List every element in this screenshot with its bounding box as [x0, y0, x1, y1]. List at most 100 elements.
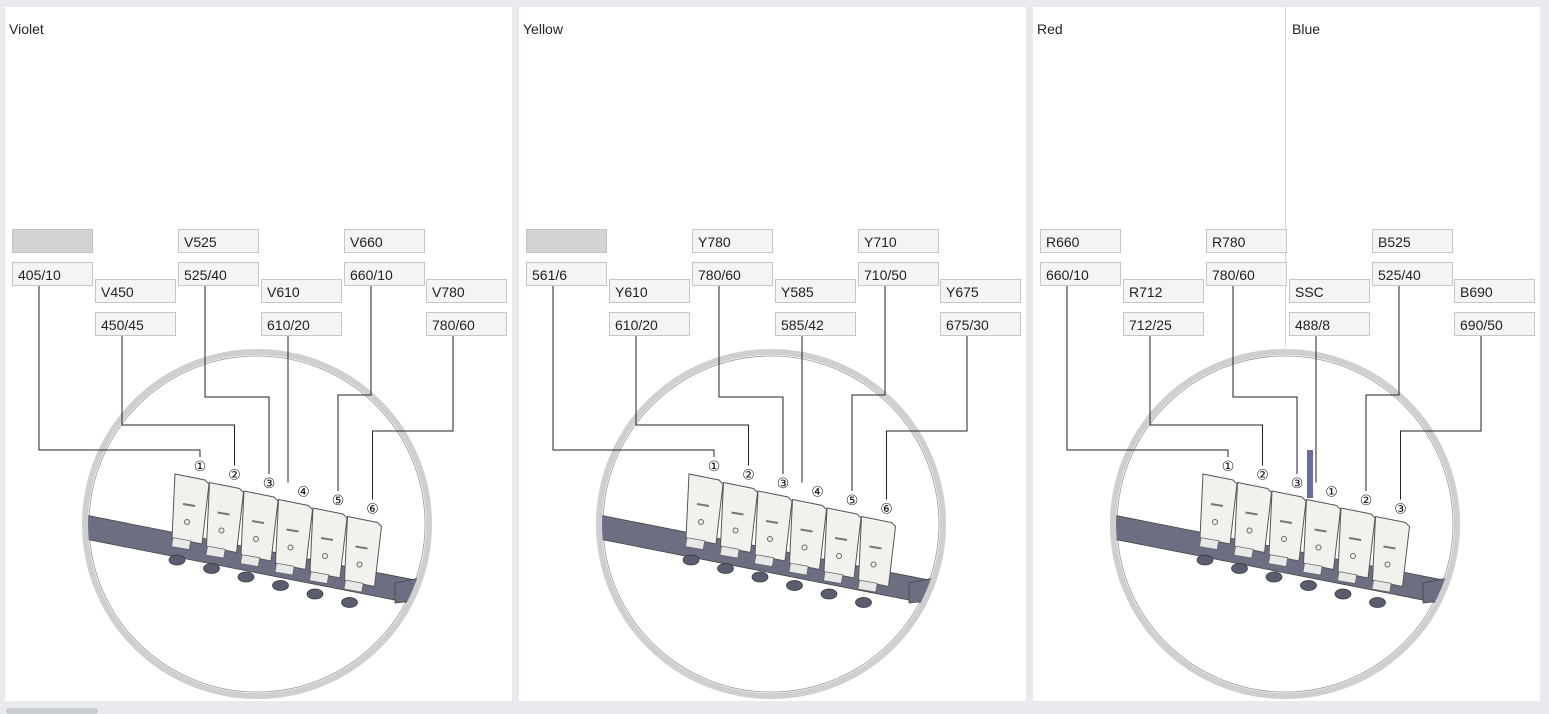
- leader-line: [1232, 286, 1298, 474]
- blank-label-box: [526, 229, 607, 253]
- filter-label-box: 780/60: [692, 262, 773, 286]
- detector-tab: [788, 562, 809, 576]
- channel-name-box: V450: [95, 279, 176, 303]
- filter-label-box: 405/10: [12, 262, 93, 286]
- detector-hole: [356, 561, 363, 568]
- rail-assembly: [88, 473, 421, 608]
- detector-slot: [1314, 528, 1327, 533]
- detector-tab: [719, 545, 740, 559]
- channel-name-box: B690: [1454, 279, 1535, 303]
- detector-tab: [823, 571, 844, 585]
- panel-title: Violet: [9, 21, 44, 37]
- detector-hole: [698, 519, 704, 525]
- leader-line: [337, 286, 372, 491]
- detector-module: [309, 507, 348, 579]
- detector-knob: [820, 588, 838, 600]
- detector-knob: [1334, 588, 1352, 600]
- filter-label-box: 561/6: [526, 262, 607, 286]
- detector-tab: [309, 571, 330, 585]
- detector-number: ②: [742, 468, 755, 484]
- leader-line: [552, 286, 715, 457]
- filter-label-box: 660/10: [344, 262, 425, 286]
- detector-slot: [1279, 520, 1293, 524]
- leader-line: [372, 336, 454, 500]
- detector-module: [823, 507, 862, 579]
- leader-line: [635, 336, 749, 466]
- detector-module: [788, 498, 828, 571]
- leader-line: [204, 286, 270, 474]
- channel-name-box: Y710: [858, 229, 939, 253]
- detector-slot: [869, 545, 882, 550]
- filter-label-box: 525/40: [178, 262, 259, 286]
- detector-knob: [1231, 563, 1248, 574]
- leader-line: [851, 286, 886, 491]
- detector-number: ③: [263, 476, 276, 492]
- leader-line: [886, 336, 968, 500]
- channel-name-box: R780: [1206, 229, 1287, 253]
- channel-name-box: Y780: [692, 229, 773, 253]
- detector-slot: [355, 545, 368, 550]
- filter-label-box: 712/25: [1123, 312, 1204, 336]
- detector-slot: [320, 537, 334, 541]
- panel-title: Yellow: [523, 21, 563, 37]
- channel-name-box: R712: [1123, 279, 1204, 303]
- filter-label-box: 710/50: [858, 262, 939, 286]
- detector-module: [754, 490, 793, 562]
- channel-name-box: R660: [1040, 229, 1121, 253]
- leader-line: [121, 336, 235, 466]
- filter-label-box: 690/50: [1454, 312, 1535, 336]
- detector-module: [274, 498, 314, 571]
- filter-label-box: 450/45: [95, 312, 176, 336]
- filter-label-box: 780/60: [426, 312, 507, 336]
- channel-name-box: Y675: [940, 279, 1021, 303]
- detector-ring: [1110, 349, 1460, 699]
- detector-number: ③: [1291, 476, 1304, 492]
- detector-knob: [786, 580, 803, 591]
- detector-knob: [1300, 580, 1317, 591]
- panel-divider: [1285, 7, 1286, 347]
- detector-module: [857, 515, 897, 588]
- detector-slot: [696, 503, 710, 507]
- detector-number: ③: [777, 476, 790, 492]
- detector-module: [1371, 515, 1411, 588]
- channel-name-box: V780: [426, 279, 507, 303]
- laser-divider-bar: [1307, 450, 1313, 498]
- detector-number: ④: [297, 485, 310, 501]
- channel-name-box: Y610: [609, 279, 690, 303]
- rail-assembly: [1116, 473, 1449, 608]
- channel-name-box: B525: [1372, 229, 1453, 253]
- detector-tab: [1199, 537, 1220, 551]
- detector-tab: [171, 537, 192, 551]
- detector-hole: [253, 536, 259, 542]
- scrollbar[interactable]: [6, 708, 98, 714]
- detector-knob: [751, 571, 769, 583]
- detector-knob: [168, 554, 186, 566]
- detector-module: [1268, 490, 1307, 562]
- detector-knob: [1369, 597, 1386, 608]
- detector-hole: [1246, 527, 1253, 534]
- detector-number: ①: [1325, 485, 1338, 501]
- filter-label-box: 488/8: [1289, 312, 1370, 336]
- channel-name-box: V525: [178, 229, 259, 253]
- detector-hole: [322, 553, 328, 559]
- detector-number: ①: [1222, 459, 1235, 475]
- filter-label-box: 780/60: [1206, 262, 1287, 286]
- detector-knob: [341, 597, 358, 608]
- detector-slot: [1210, 503, 1224, 507]
- detector-module: [240, 490, 279, 562]
- panel-title-red: Red: [1037, 21, 1063, 37]
- blank-label-box: [12, 229, 93, 253]
- detector-ring: [596, 349, 946, 699]
- detector-tab: [274, 562, 295, 576]
- detector-tab: [857, 579, 878, 593]
- detector-hole: [870, 561, 877, 568]
- detector-hole: [732, 527, 739, 534]
- detector-slot: [1383, 545, 1396, 550]
- detector-slot: [765, 520, 779, 524]
- detector-tab: [1302, 562, 1323, 576]
- detector-number: ⑤: [846, 493, 859, 509]
- detector-number: ②: [228, 468, 241, 484]
- detector-number: ④: [811, 485, 824, 501]
- detector-tab: [1233, 545, 1254, 559]
- detector-tab: [685, 537, 706, 551]
